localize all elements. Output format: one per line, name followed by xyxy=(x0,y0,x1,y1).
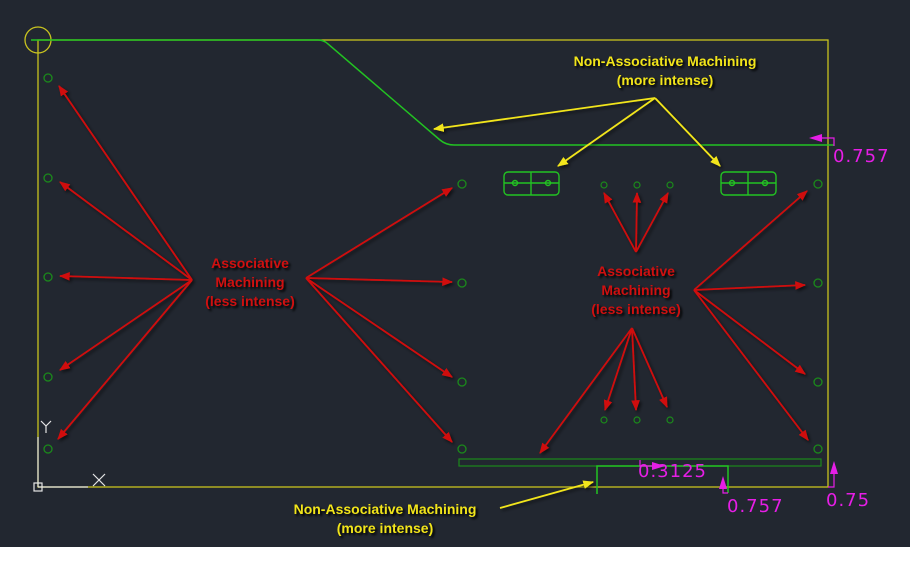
label-non-associative-bottom: Non-Associative Machining (more intense) xyxy=(260,500,510,538)
label-line: (less intense) xyxy=(205,293,295,309)
drawing-svg xyxy=(24,26,838,509)
hole xyxy=(43,73,53,83)
arrows-non-associative-top xyxy=(432,97,721,167)
label-associative-right: Associative Machining (less intense) xyxy=(576,262,696,319)
label-line: (less intense) xyxy=(591,301,681,317)
arrows-associative-right xyxy=(539,190,809,454)
hole xyxy=(633,416,641,424)
hole xyxy=(813,377,823,387)
drawing-area[interactable] xyxy=(0,0,910,547)
holes-right-column xyxy=(813,179,823,454)
label-line: Associative xyxy=(211,255,289,271)
hole xyxy=(633,181,641,189)
label-line: (more intense) xyxy=(336,520,434,536)
hole xyxy=(43,173,53,183)
hole xyxy=(666,181,674,189)
hole xyxy=(600,416,608,424)
label-line: Machining xyxy=(215,274,285,290)
dimension-text-right-top[interactable]: 0.757 xyxy=(833,146,890,167)
dimension-bottom-offset[interactable] xyxy=(639,460,665,470)
part-boundary[interactable] xyxy=(37,39,829,488)
hole xyxy=(43,272,53,282)
slot-pocket-right[interactable] xyxy=(720,171,777,196)
hole xyxy=(600,181,608,189)
label-line: Non-Associative Machining xyxy=(573,53,757,69)
hole xyxy=(813,278,823,288)
dimension-text-bottom-right-outer[interactable]: 0.75 xyxy=(826,490,871,511)
toolpath-top-profile[interactable] xyxy=(31,39,834,146)
dimension-text-bottom-offset[interactable]: 0.3125 xyxy=(638,461,707,482)
label-line: Non-Associative Machining xyxy=(293,501,477,517)
holes-center-small xyxy=(600,181,674,424)
label-non-associative-top: Non-Associative Machining (more intense) xyxy=(540,52,790,90)
hole xyxy=(813,444,823,454)
hole xyxy=(457,179,467,189)
hole xyxy=(666,416,674,424)
holes-middle-column xyxy=(457,179,467,454)
hole xyxy=(457,278,467,288)
hole xyxy=(457,377,467,387)
hole xyxy=(43,372,53,382)
label-line: Associative xyxy=(597,263,675,279)
hole xyxy=(457,444,467,454)
dimension-text-bottom-right-inner[interactable]: 0.757 xyxy=(727,496,784,517)
dimension-right-top[interactable] xyxy=(809,134,835,146)
dimension-bottom-right-outer[interactable] xyxy=(828,461,838,488)
hole xyxy=(43,444,53,454)
dimension-bottom-right-inner[interactable] xyxy=(719,476,728,494)
ucs-icon xyxy=(33,420,106,492)
holes-left-column xyxy=(43,73,53,454)
hole xyxy=(813,179,823,189)
label-line: Machining xyxy=(601,282,671,298)
arrow-non-associative-bottom xyxy=(499,480,595,509)
slot-pocket-left[interactable] xyxy=(503,171,560,196)
label-line: (more intense) xyxy=(616,72,714,88)
label-associative-left: Associative Machining (less intense) xyxy=(190,254,310,311)
arrows-associative-left xyxy=(57,85,454,443)
